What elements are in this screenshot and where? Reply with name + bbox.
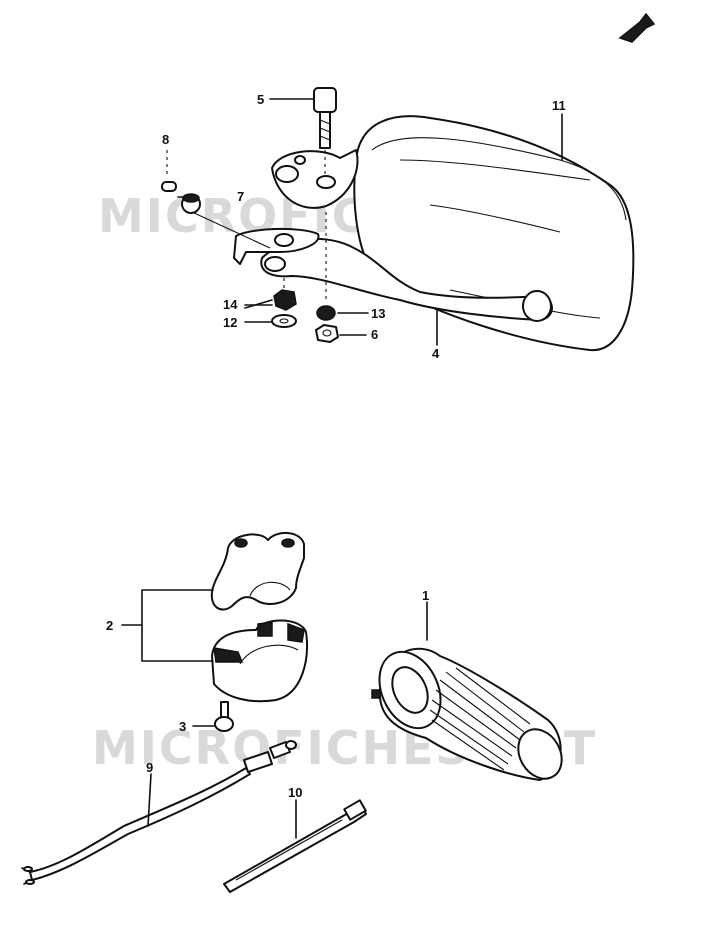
screw-part-3	[214, 701, 234, 732]
callout-13: 13	[371, 306, 385, 321]
callout-11: 11	[552, 98, 566, 113]
washer-part-12	[271, 314, 297, 328]
wire-harness-part	[21, 740, 297, 885]
callout-9: 9	[146, 760, 153, 775]
callout-12: 12	[223, 315, 237, 330]
callout-2: 2	[106, 618, 113, 633]
washer-part-13	[316, 305, 336, 321]
callout-14: 14	[223, 297, 238, 312]
callout-6: 6	[371, 327, 378, 342]
pin-part-8	[161, 181, 177, 192]
throttle-grip-part	[371, 647, 563, 781]
callout-8: 8	[162, 132, 169, 147]
bolt-part-5	[313, 87, 337, 149]
brake-lever-part	[233, 149, 553, 322]
callout-10: 10	[288, 785, 302, 800]
callout-3: 3	[179, 719, 186, 734]
callout-5: 5	[257, 92, 264, 107]
nut-part-14	[273, 289, 297, 311]
clamp-upper-part	[210, 532, 305, 611]
cable-tie-part	[223, 799, 367, 893]
assembly-guide-lines	[166, 150, 327, 300]
callout-7: 7	[237, 189, 244, 204]
leader-lines	[121, 98, 563, 839]
nut-part-6	[315, 324, 339, 343]
front-arrow-icon	[618, 12, 656, 43]
grip-ribs	[429, 667, 531, 771]
callout-4: 4	[432, 346, 440, 361]
callout-1: 1	[422, 588, 429, 603]
clamp-lower-part	[211, 619, 308, 703]
collar-part-7	[181, 193, 271, 249]
